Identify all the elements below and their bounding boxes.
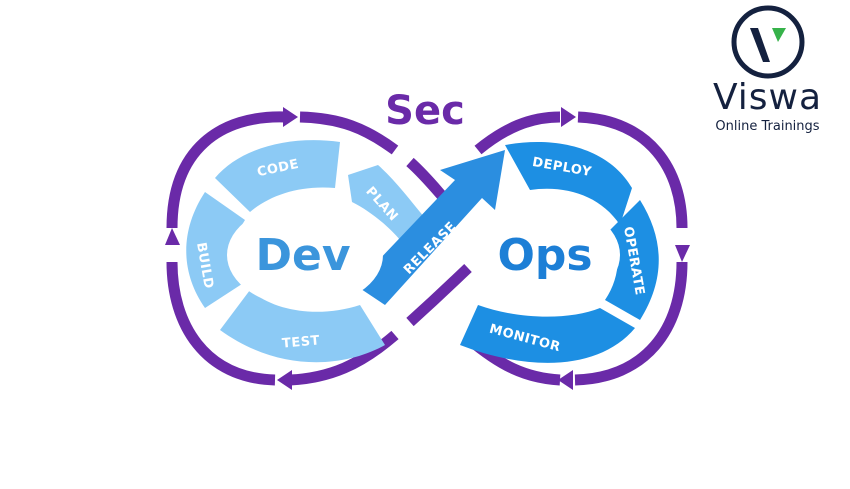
ops-loop — [460, 141, 659, 363]
arrowhead-left-mid — [165, 228, 180, 245]
release-arrow-body — [355, 150, 505, 305]
ring-segment-right-lower — [574, 261, 688, 386]
brand-block: Viswa Online Trainings — [680, 0, 850, 140]
ops-segment-deploy — [505, 141, 632, 225]
arrowhead-right-bottom — [558, 370, 573, 390]
ring-segment-center-bottom — [406, 264, 472, 327]
ops-segment-operate — [605, 200, 659, 320]
arrowhead-right-top — [561, 107, 576, 127]
dev-segment-build — [186, 192, 245, 308]
sec-title: Sec — [385, 88, 465, 134]
arrowhead-left-bottom — [277, 370, 292, 390]
ring-segment-right-top — [474, 111, 561, 155]
arrowhead-right-mid — [675, 245, 690, 262]
ops-label: Ops — [497, 230, 592, 281]
ring-segment-top-left-mid — [299, 111, 399, 155]
dev-segment-plan — [348, 165, 425, 240]
viswa-logo-icon — [731, 5, 805, 79]
ops-segment-monitor — [460, 305, 635, 363]
dev-label: Dev — [255, 230, 350, 281]
ring-segment-right-upper — [577, 111, 688, 229]
brand-tagline: Online Trainings — [715, 119, 820, 134]
arrowhead-left-top — [283, 107, 298, 127]
release-arrow — [355, 150, 505, 305]
ring-arrowheads — [165, 107, 690, 390]
dev-segment-test — [220, 290, 385, 363]
label-test: TEST — [281, 333, 320, 351]
dev-segment-code — [215, 140, 340, 212]
ring-segment-left-top — [166, 111, 286, 229]
ops-center — [470, 203, 620, 307]
dev-center — [227, 203, 383, 307]
ring-segment-left-lower — [166, 261, 276, 386]
dev-loop — [186, 140, 425, 363]
brand-name: Viswa — [712, 77, 823, 118]
